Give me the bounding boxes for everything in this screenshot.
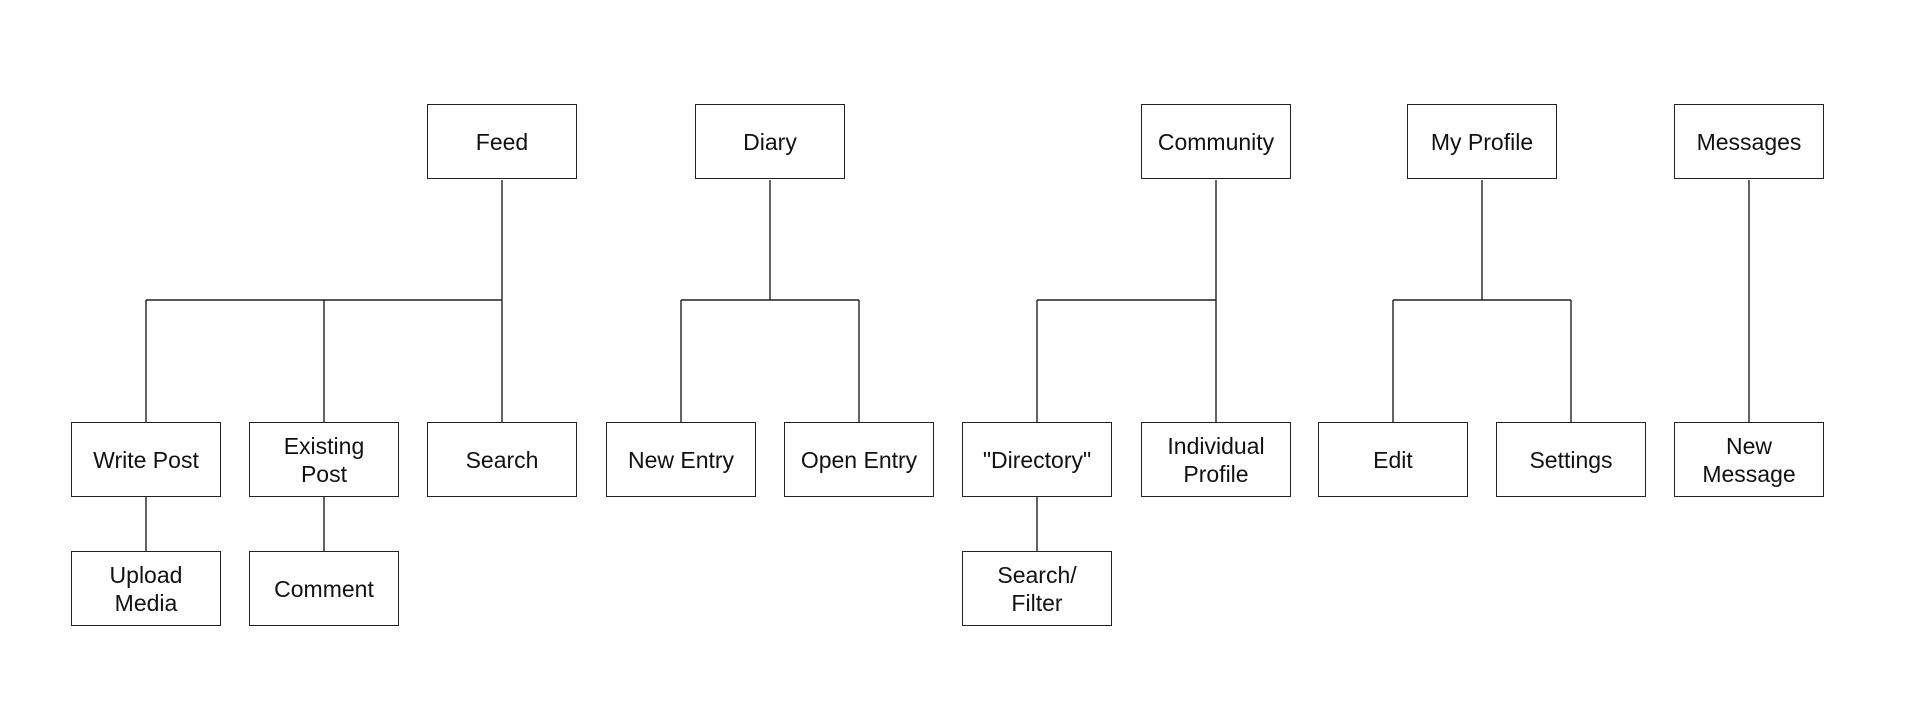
node-diary: Diary <box>695 104 845 179</box>
node-directory: "Directory" <box>962 422 1112 497</box>
node-settings: Settings <box>1496 422 1646 497</box>
node-individual-profile: Individual Profile <box>1141 422 1291 497</box>
node-new-entry: New Entry <box>606 422 756 497</box>
node-my-profile: My Profile <box>1407 104 1557 179</box>
node-existing-post: Existing Post <box>249 422 399 497</box>
node-search-filter: Search/ Filter <box>962 551 1112 626</box>
node-messages: Messages <box>1674 104 1824 179</box>
node-edit: Edit <box>1318 422 1468 497</box>
node-comment: Comment <box>249 551 399 626</box>
node-upload-media: Upload Media <box>71 551 221 626</box>
node-community: Community <box>1141 104 1291 179</box>
node-feed: Feed <box>427 104 577 179</box>
node-new-message: New Message <box>1674 422 1824 497</box>
node-search: Search <box>427 422 577 497</box>
node-write-post: Write Post <box>71 422 221 497</box>
node-open-entry: Open Entry <box>784 422 934 497</box>
